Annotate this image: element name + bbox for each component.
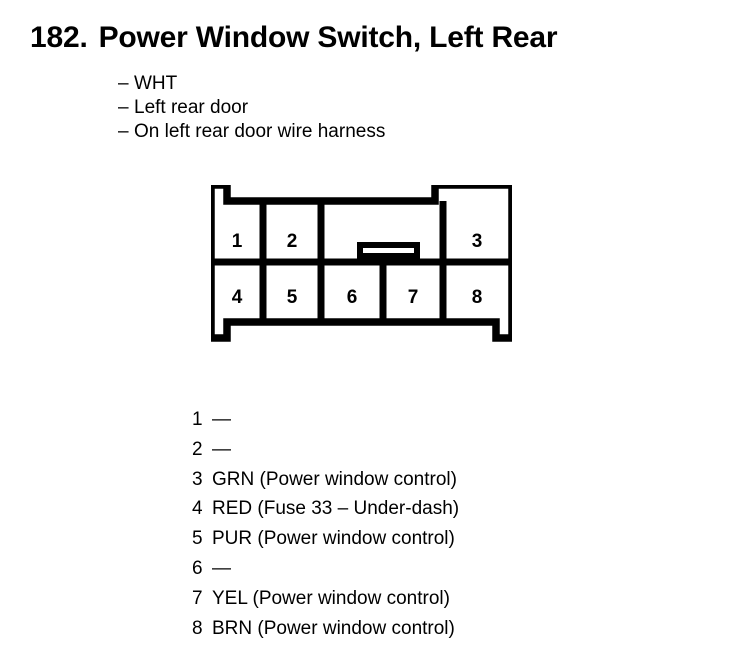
connector-pin-7: 7	[408, 287, 419, 308]
description-dash-icon: –	[118, 97, 129, 118]
pin-legend-row: 6—	[192, 554, 712, 584]
connector-pin-5: 5	[287, 287, 298, 308]
latch-tab-icon	[357, 242, 420, 263]
pin-legend-description: —	[212, 438, 231, 460]
page-title-text: Power Window Switch, Left Rear	[98, 21, 558, 54]
pin-legend-description: GRN (Power window control)	[212, 468, 457, 490]
pin-legend-number: 5	[192, 528, 203, 550]
description-item: –WHT	[118, 72, 618, 96]
connector-outline	[211, 185, 512, 342]
connector-pin-1: 1	[232, 231, 243, 252]
description-item-text: WHT	[134, 73, 178, 94]
pin-legend-number: 2	[192, 438, 203, 460]
description-item-text: On left rear door wire harness	[134, 121, 386, 142]
pin-legend-description: YEL (Power window control)	[212, 587, 450, 609]
description-dash-icon: –	[118, 73, 129, 94]
pin-legend-number: 8	[192, 617, 203, 639]
pin-legend-row: 3 GRN (Power window control)	[192, 465, 712, 495]
connector-pin-8: 8	[472, 287, 483, 308]
pin-legend-row: 7 YEL (Power window control)	[192, 584, 712, 614]
pin-legend-row: 8 BRN (Power window control)	[192, 614, 712, 644]
page-title-number: 182.	[30, 21, 88, 54]
connector-pin-2: 2	[287, 231, 298, 252]
page-title: 182. Power Window Switch, Left Rear	[30, 21, 558, 55]
description-list: –WHT–Left rear door–On left rear door wi…	[118, 72, 618, 144]
pin-legend-description: RED (Fuse 33 – Under-dash)	[212, 498, 460, 520]
description-dash-icon: –	[118, 121, 129, 142]
pin-legend-row: 5 PUR (Power window control)	[192, 524, 712, 554]
connector-pin-4: 4	[232, 287, 243, 308]
pin-legend-number: 7	[192, 587, 203, 609]
pin-legend-description: BRN (Power window control)	[212, 617, 455, 639]
pin-legend-row: 1—	[192, 405, 712, 435]
connector-body-outline	[211, 185, 512, 342]
latch-tab-slot	[363, 248, 414, 253]
description-item: –On left rear door wire harness	[118, 120, 618, 144]
connector-diagram: 1 2 3 4 5 6 7 8	[211, 185, 512, 347]
pin-legend-description: PUR (Power window control)	[212, 528, 455, 550]
pin-legend-row: 2—	[192, 435, 712, 465]
pin-legend-row: 4 RED (Fuse 33 – Under-dash)	[192, 494, 712, 524]
connector-svg: 1 2 3 4 5 6 7 8	[211, 185, 512, 342]
pin-legend-number: 4	[192, 498, 203, 520]
description-item-text: Left rear door	[134, 97, 249, 118]
connector-pin-6: 6	[347, 287, 358, 308]
connector-pin-3: 3	[472, 231, 483, 252]
pin-legend-number: 3	[192, 468, 203, 490]
pin-legend-number: 1	[192, 409, 203, 430]
pin-legend-description: —	[212, 409, 231, 430]
pin-legend-description: —	[212, 557, 231, 579]
pin-legend-number: 6	[192, 557, 203, 579]
description-item: –Left rear door	[118, 96, 618, 120]
